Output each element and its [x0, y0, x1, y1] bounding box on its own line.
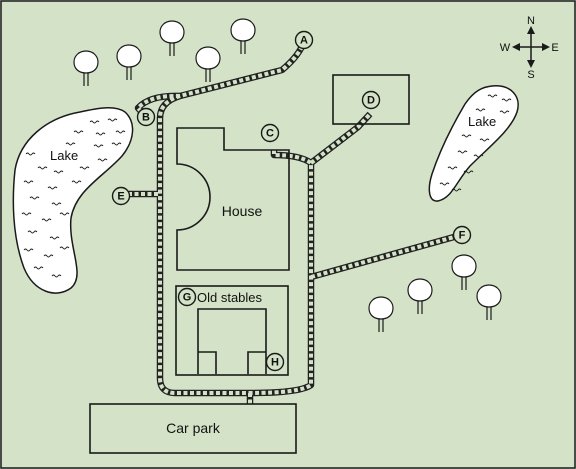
water-ripple — [499, 110, 510, 114]
house: House — [176, 127, 290, 271]
water-ripple — [71, 180, 82, 184]
water-ripple — [51, 202, 62, 206]
compass: N S W E — [500, 15, 559, 81]
tree-icon — [195, 46, 221, 82]
old-stables: Old stables — [175, 285, 289, 376]
house-label: House — [222, 203, 263, 219]
water-ripple — [37, 166, 48, 170]
marker-c: C — [260, 123, 280, 143]
water-ripple — [59, 246, 70, 250]
compass-east: E — [551, 42, 558, 54]
water-ripple — [53, 170, 64, 174]
marker-f-letter: F — [459, 230, 466, 242]
marker-b: B — [136, 107, 156, 127]
marker-h: H — [265, 352, 285, 372]
building-d — [332, 74, 410, 125]
water-ripple — [447, 166, 458, 170]
marker-h-letter: H — [271, 357, 279, 369]
water-ripple — [43, 254, 54, 258]
tree-icon — [368, 296, 394, 332]
marker-b-letter: B — [142, 112, 150, 124]
tree-icon — [476, 284, 502, 320]
water-ripple — [479, 138, 490, 142]
water-ripple — [95, 132, 106, 136]
water-ripple — [111, 142, 122, 146]
tree-icon — [159, 20, 185, 56]
marker-a-letter: A — [300, 35, 308, 47]
road-network — [128, 39, 455, 404]
marker-d-letter: D — [367, 95, 375, 107]
tree-icon — [407, 278, 433, 314]
tree-icon — [451, 254, 477, 290]
marker-d: D — [361, 90, 381, 110]
marker-g-letter: G — [183, 292, 192, 304]
water-ripple — [93, 144, 104, 148]
car-park-label: Car park — [166, 420, 221, 436]
water-ripple — [451, 188, 462, 192]
water-ripple — [29, 196, 40, 200]
tree-icon — [116, 44, 142, 80]
car-park: Car park — [89, 403, 297, 454]
lake-right-label: Lake — [468, 114, 496, 129]
water-ripple — [501, 98, 512, 102]
water-ripple — [59, 212, 70, 216]
water-ripple — [115, 130, 126, 134]
lake-left — [12, 107, 134, 294]
water-ripple — [25, 152, 36, 156]
water-ripple — [461, 134, 472, 138]
marker-g: G — [177, 287, 197, 307]
water-ripple — [21, 212, 32, 216]
water-ripple — [487, 94, 498, 98]
water-ripple — [65, 142, 76, 146]
water-ripple — [47, 186, 58, 190]
water-ripple — [457, 150, 468, 154]
water-ripple — [463, 170, 474, 174]
water-ripple — [107, 118, 118, 122]
water-ripple — [439, 182, 450, 186]
water-ripple — [73, 130, 84, 134]
old-stables-label: Old stables — [197, 290, 263, 305]
water-ripple — [41, 218, 52, 222]
water-ripple — [475, 108, 486, 112]
marker-e: E — [111, 186, 131, 206]
water-ripple — [473, 154, 484, 158]
water-ripple — [27, 230, 38, 234]
lake-right — [428, 85, 519, 202]
compass-west: W — [500, 42, 511, 54]
water-ripple — [23, 180, 34, 184]
water-ripple — [23, 248, 34, 252]
tree-icon — [73, 50, 99, 86]
water-ripple — [51, 274, 62, 278]
lake-left-label: Lake — [50, 148, 78, 163]
water-ripple — [79, 166, 90, 170]
water-ripple — [89, 120, 100, 124]
water-ripple — [49, 236, 60, 240]
tree-icon — [230, 18, 256, 54]
water-ripple — [97, 158, 108, 162]
marker-c-letter: C — [266, 128, 274, 140]
marker-e-letter: E — [117, 191, 124, 203]
marker-a: A — [294, 30, 314, 50]
compass-north: N — [527, 15, 535, 27]
compass-south: S — [527, 69, 534, 81]
trees — [73, 18, 502, 332]
marker-f: F — [452, 225, 472, 245]
water-ripple — [33, 266, 44, 270]
